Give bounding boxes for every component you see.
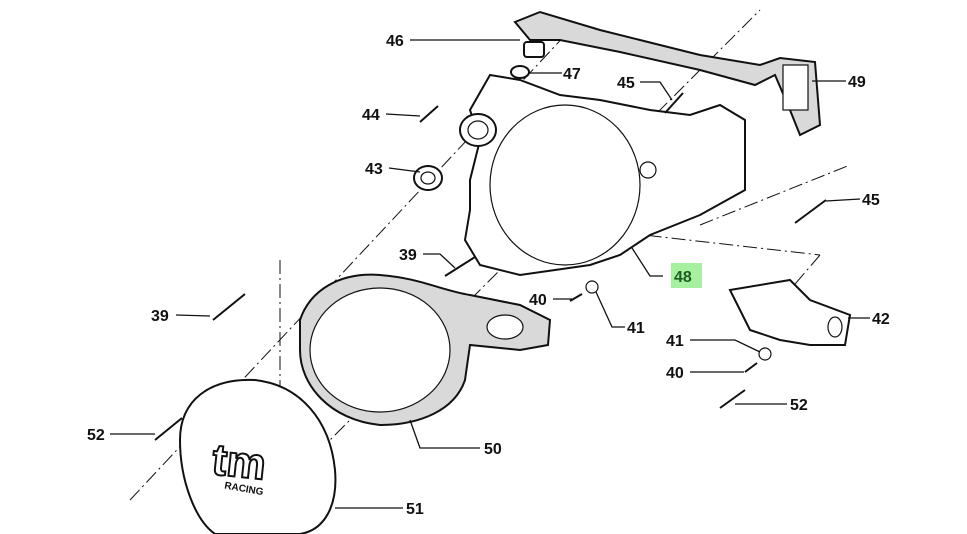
label-45-top: 45 bbox=[617, 75, 635, 92]
gasket-window bbox=[782, 64, 809, 111]
top-gasket bbox=[513, 10, 822, 137]
highlight-48 bbox=[671, 263, 702, 288]
label-43: 43 bbox=[365, 161, 383, 178]
label-41-right: 41 bbox=[666, 333, 684, 350]
gasket-loop-hole bbox=[486, 314, 524, 340]
label-40-top: 40 bbox=[529, 292, 547, 309]
pump-outlet bbox=[827, 316, 843, 338]
drain-plug bbox=[523, 41, 545, 58]
label-50: 50 bbox=[484, 441, 502, 458]
oil-seal-inner bbox=[420, 171, 436, 185]
leader-lines bbox=[110, 39, 870, 509]
label-46: 46 bbox=[386, 33, 404, 50]
gasket-inner bbox=[309, 287, 451, 413]
label-48: 48 bbox=[674, 269, 692, 286]
boss-hole bbox=[639, 161, 657, 179]
part-labels: 46 47 45 49 44 43 45 39 48 40 41 39 42 4… bbox=[87, 33, 890, 518]
label-52-right: 52 bbox=[790, 397, 808, 414]
label-47: 47 bbox=[563, 66, 581, 83]
label-39-left: 39 bbox=[151, 308, 169, 325]
ignition-cover bbox=[178, 378, 337, 534]
bolts bbox=[154, 92, 827, 441]
label-39-top: 39 bbox=[399, 247, 417, 264]
bore-inner bbox=[467, 120, 489, 140]
cover-opening bbox=[489, 104, 641, 266]
cover-logo: tm bbox=[210, 435, 269, 489]
label-44: 44 bbox=[362, 107, 380, 124]
water-pump-cover bbox=[728, 278, 852, 346]
label-41-top: 41 bbox=[627, 320, 645, 337]
label-51: 51 bbox=[406, 501, 424, 518]
label-40-right: 40 bbox=[666, 365, 684, 382]
label-49: 49 bbox=[848, 74, 866, 91]
clutch-cover bbox=[463, 73, 746, 277]
label-52-left: 52 bbox=[87, 427, 105, 444]
washer bbox=[510, 65, 530, 79]
label-42: 42 bbox=[872, 311, 890, 328]
label-45-right: 45 bbox=[862, 192, 880, 209]
